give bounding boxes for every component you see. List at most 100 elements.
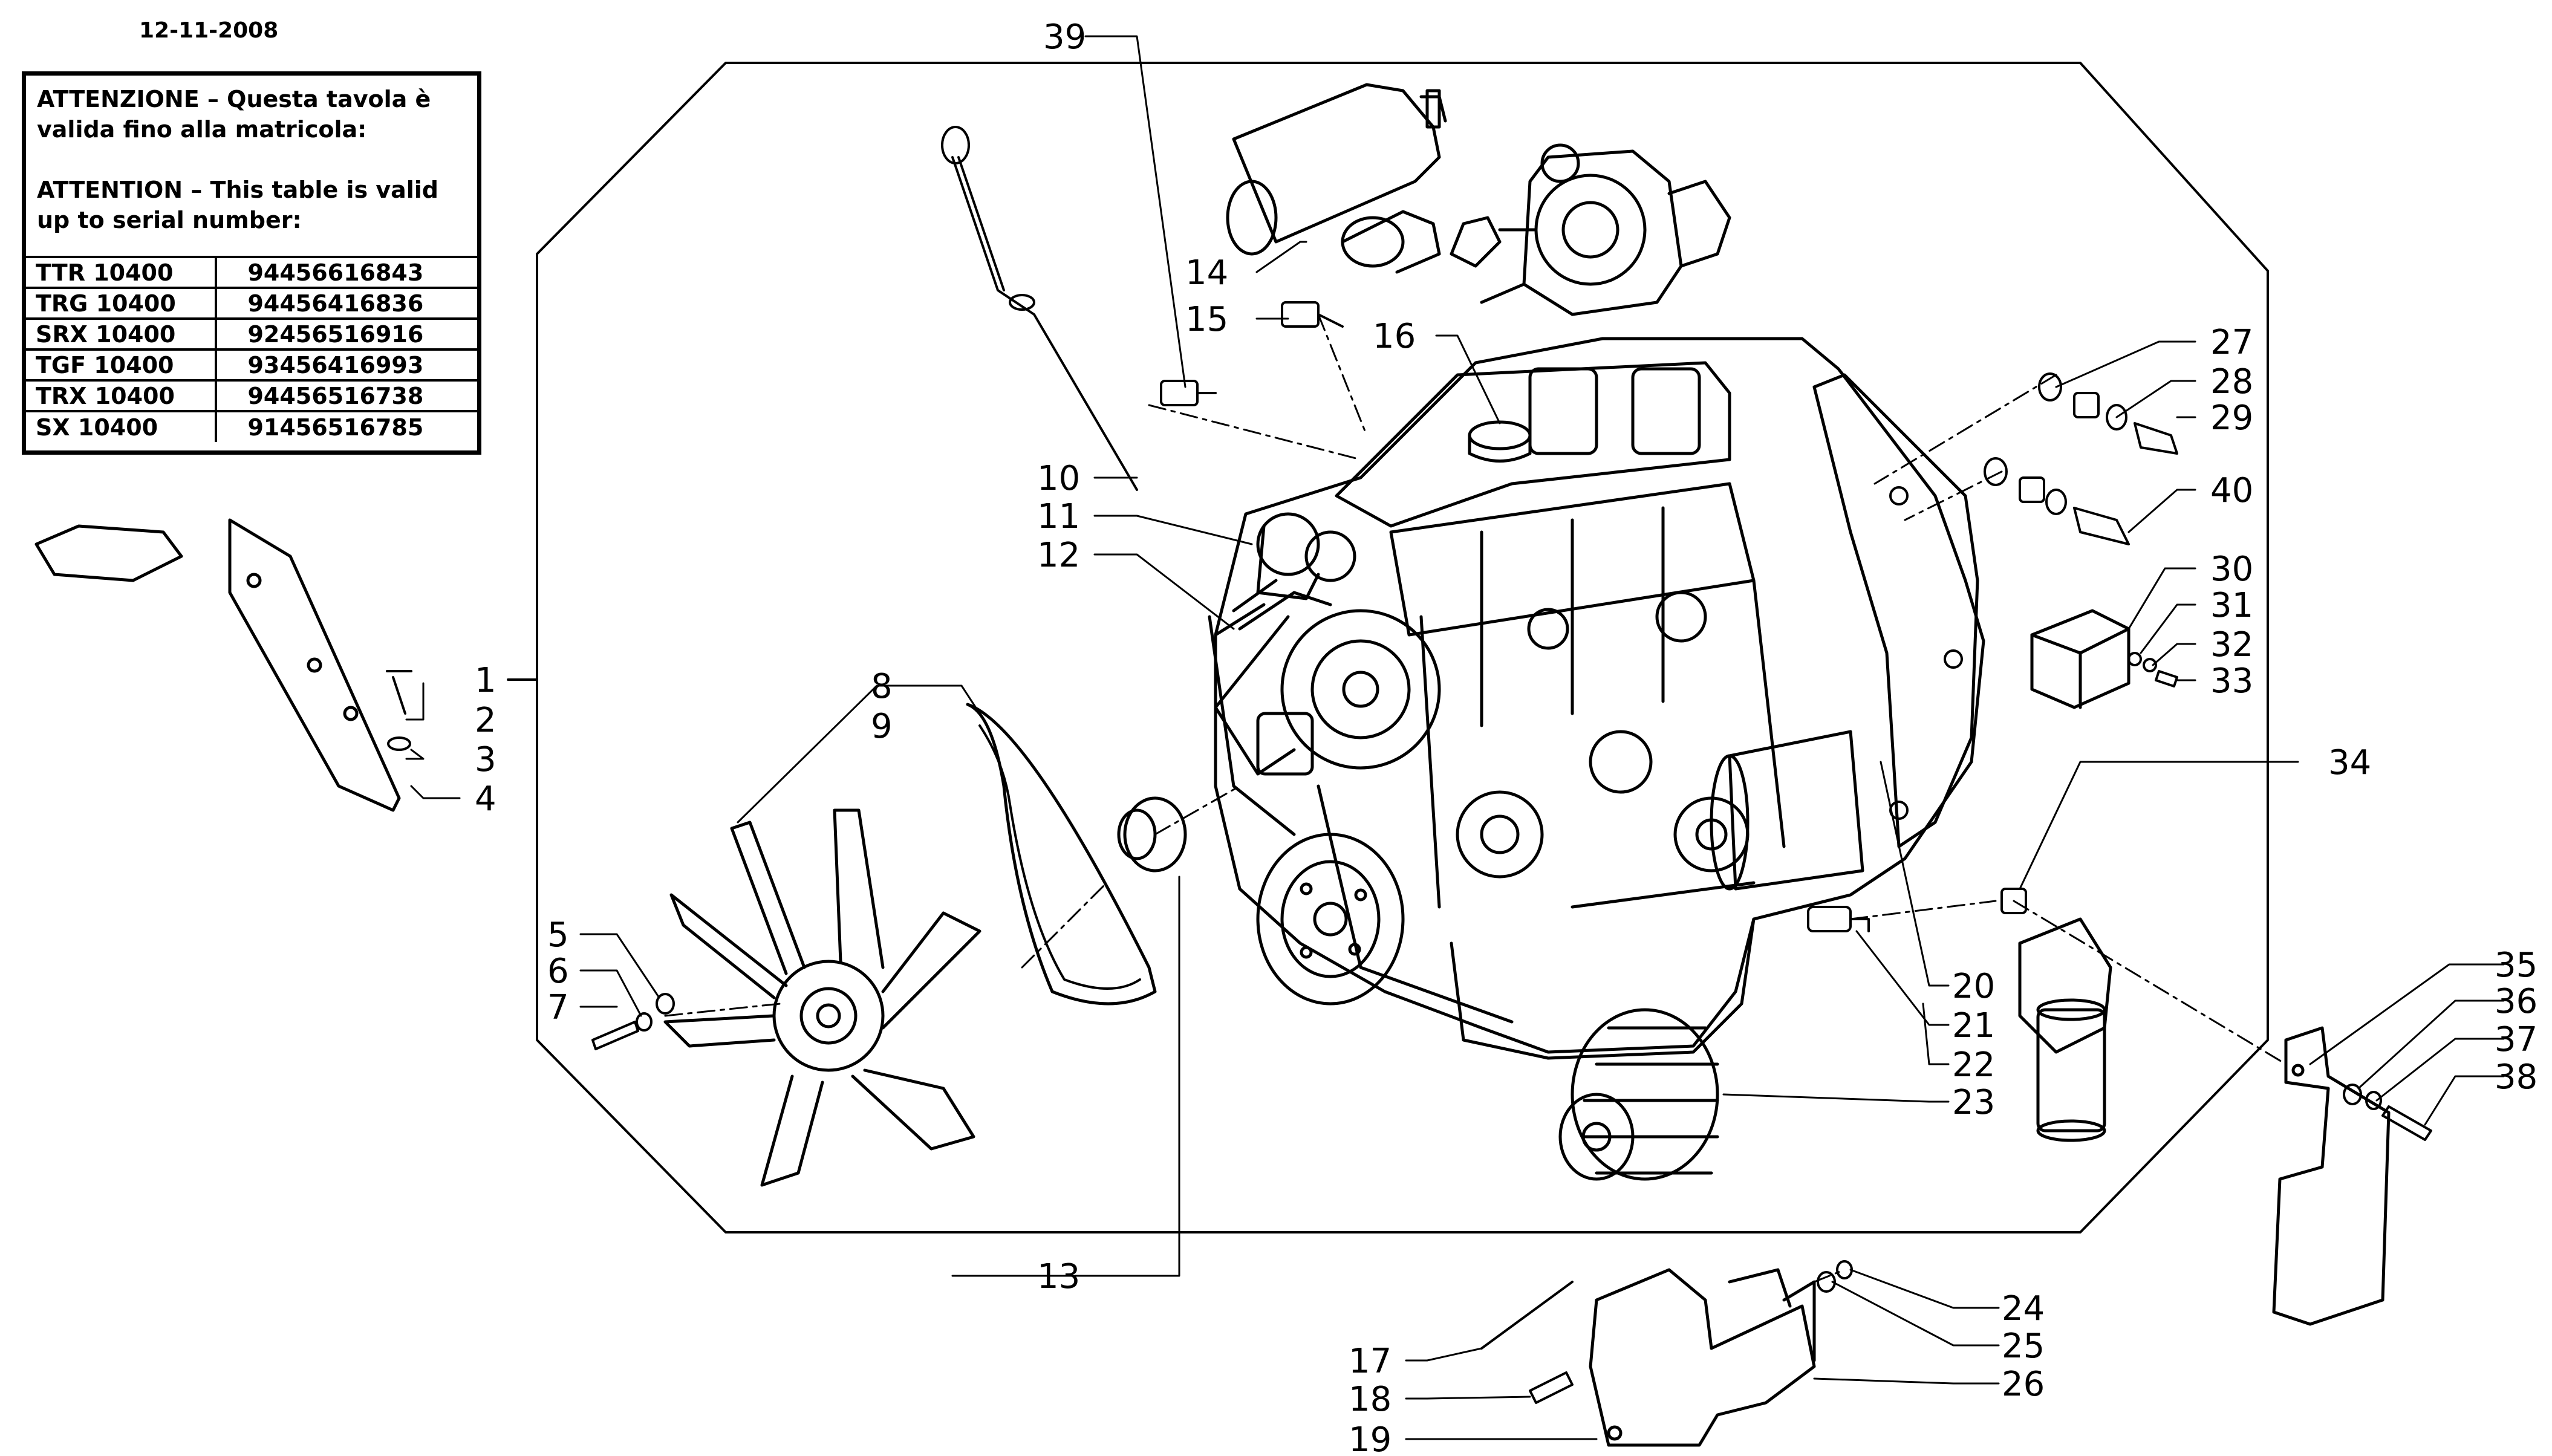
- v-belt-inner: [978, 724, 1141, 990]
- bolt-7: [591, 1021, 639, 1050]
- model-cell: SRX 10400: [26, 317, 216, 349]
- bolt-18: [1529, 1371, 1574, 1404]
- callout-37: 37: [2495, 1020, 2537, 1059]
- washer-5: [656, 993, 675, 1015]
- mounting-bracket-right: [2272, 1026, 2391, 1326]
- assembly-boundary: [536, 62, 2269, 1233]
- callout-39: 39: [1043, 18, 1086, 57]
- callout-40: 40: [2210, 471, 2253, 510]
- oil-sump: [1450, 917, 1756, 1060]
- callout-24: 24: [2002, 1289, 2045, 1328]
- coolant-pipes: [1214, 512, 1356, 637]
- washer-24: [1836, 1260, 1853, 1279]
- callout-11: 11: [1037, 497, 1080, 536]
- washer-32: [2143, 658, 2157, 672]
- screw-33: [2155, 670, 2178, 687]
- washer-3: [387, 736, 411, 751]
- callout-28: 28: [2210, 362, 2253, 401]
- crankshaft-pulley: [1256, 833, 1405, 1006]
- serial-cell: 94456516738: [215, 379, 477, 411]
- stud-17: [1480, 1281, 1574, 1350]
- assembly-lines: [664, 313, 2287, 1283]
- washer-36: [2343, 1084, 2362, 1105]
- leader-lines: [405, 35, 2505, 1440]
- adapter-28b: [2019, 476, 2045, 503]
- callout-27: 27: [2210, 323, 2253, 362]
- pressure-sender-15: [1281, 301, 1344, 328]
- callout-9: 9: [871, 707, 893, 746]
- callout-2: 2: [475, 701, 496, 740]
- callout-19: 19: [1349, 1420, 1392, 1456]
- v-belt: [966, 703, 1157, 1006]
- serial-cell: 93456416993: [215, 348, 477, 380]
- model-cell: TTR 10400: [26, 256, 216, 288]
- callout-1: 1: [475, 661, 496, 700]
- bolt-38: [2381, 1105, 2432, 1141]
- sensor-29: [2134, 422, 2178, 455]
- seal-28: [2106, 404, 2127, 431]
- callout-12: 12: [1037, 536, 1080, 575]
- model-cell: SX 10400: [26, 410, 216, 442]
- serial-cell: 92456516916: [215, 317, 477, 349]
- callout-32: 32: [2210, 625, 2253, 665]
- callout-31: 31: [2210, 586, 2253, 625]
- drain-plug: [1807, 906, 1870, 932]
- model-cell: TRG 10400: [26, 287, 216, 319]
- callout-22: 22: [1952, 1045, 1995, 1085]
- housing-bolt: [1944, 649, 1963, 669]
- seal-27: [2038, 372, 2062, 401]
- callout-13: 13: [1037, 1257, 1080, 1296]
- turbocharger: [1450, 143, 1731, 316]
- callout-30: 30: [2210, 550, 2253, 589]
- callout-38: 38: [2495, 1058, 2537, 1097]
- serial-cell: 94456416836: [215, 287, 477, 319]
- callout-3: 3: [475, 740, 496, 779]
- callout-17: 17: [1349, 1342, 1392, 1381]
- washer-25: [1817, 1271, 1836, 1293]
- cooling-fan: [663, 808, 981, 1187]
- relay-box: [2030, 609, 2130, 709]
- sleeve-34: [2000, 888, 2027, 914]
- model-cell: TGF 10400: [26, 348, 216, 380]
- adapter-28: [2073, 392, 2100, 418]
- callout-4: 4: [475, 779, 496, 819]
- serial-cell: 94456616843: [215, 256, 477, 288]
- temperature-sender-39: [1160, 380, 1217, 406]
- starter-motor: [1226, 83, 1447, 274]
- callout-16: 16: [1373, 317, 1416, 356]
- notice-italian: ATTENZIONE – Questa tavola è valida fino…: [37, 86, 431, 143]
- callout-20: 20: [1952, 967, 1995, 1006]
- callout-18: 18: [1349, 1380, 1392, 1419]
- seal-28b: [2045, 489, 2067, 515]
- mounting-bracket-left: [34, 518, 401, 812]
- housing-bolt: [1889, 486, 1909, 505]
- washer-37: [2365, 1091, 2382, 1110]
- fuel-filter: [2018, 917, 2112, 1142]
- oil-filler-cap: [1468, 420, 1532, 463]
- callout-7: 7: [547, 988, 569, 1027]
- sensor-40: [2073, 507, 2130, 545]
- callout-21: 21: [1952, 1006, 1995, 1045]
- idler-pulley: [1117, 796, 1187, 873]
- notice-english: ATTENTION – This table is valid up to se…: [37, 177, 438, 233]
- serial-cell: 91456516785: [215, 410, 477, 442]
- drawing-date: 12-11-2008: [139, 18, 279, 43]
- serial-validity-notice: ATTENZIONE – Questa tavola è valida fino…: [22, 71, 481, 455]
- callout-14: 14: [1185, 253, 1228, 293]
- callout-23: 23: [1952, 1083, 1995, 1122]
- model-cell: TRX 10400: [26, 379, 216, 411]
- callout-34: 34: [2328, 743, 2371, 782]
- oil-cooler: [1710, 730, 1864, 891]
- callout-33: 33: [2210, 661, 2253, 701]
- washer-6: [636, 1012, 653, 1032]
- callout-25: 25: [2002, 1327, 2045, 1366]
- flywheel-housing: [1812, 373, 1979, 848]
